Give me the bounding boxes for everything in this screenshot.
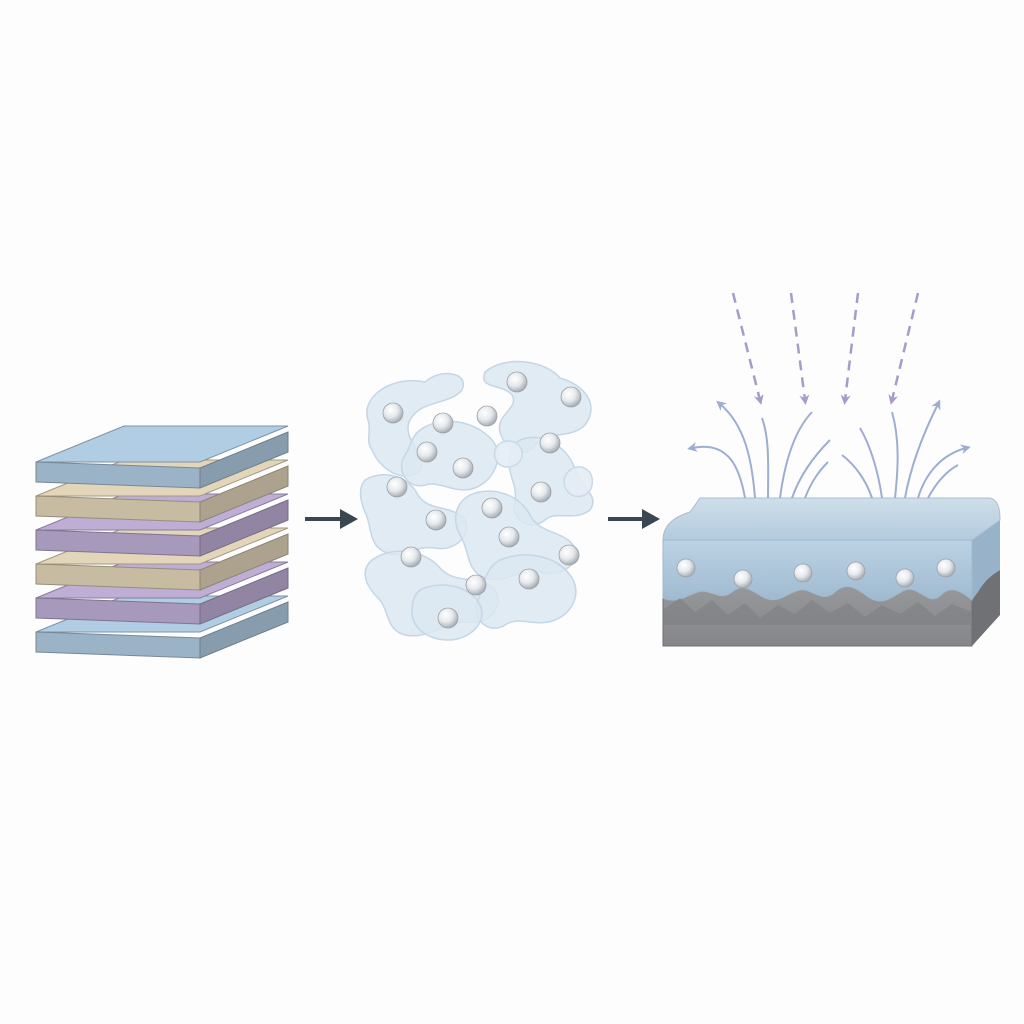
outgoing-arrow xyxy=(761,417,770,499)
embedded-particle xyxy=(936,558,956,578)
outgoing-arrow xyxy=(917,444,971,499)
outgoing-arrows xyxy=(687,399,971,499)
flake-particle xyxy=(432,412,454,434)
incoming-arrow xyxy=(789,292,810,405)
outgoing-arrow xyxy=(904,399,941,499)
flake-particle xyxy=(382,402,404,424)
incoming-arrow xyxy=(731,292,764,405)
rock-texture xyxy=(663,598,972,625)
coating-top xyxy=(662,497,1001,541)
coated-substrate xyxy=(662,292,1001,647)
outgoing-arrow xyxy=(891,411,899,499)
process-arrow-1 xyxy=(305,509,358,529)
embedded-particle xyxy=(895,568,915,588)
flake-particle xyxy=(518,568,540,590)
process-arrow-2 xyxy=(608,509,660,529)
incoming-arrow xyxy=(888,292,920,405)
embedded-particle xyxy=(793,563,813,583)
embedded-particle xyxy=(676,558,696,578)
flake-particle xyxy=(558,544,580,566)
flake-particle xyxy=(498,526,520,548)
outgoing-arrow xyxy=(687,442,746,499)
outgoing-arrow xyxy=(791,439,831,499)
flake-particle xyxy=(465,574,487,596)
flake-particle xyxy=(386,476,408,498)
flake-11 xyxy=(563,466,594,498)
flake-particle xyxy=(560,386,582,408)
flake-1 xyxy=(366,372,465,477)
outgoing-arrow xyxy=(804,461,829,499)
outgoing-arrow xyxy=(927,464,959,499)
flake-particle xyxy=(530,481,552,503)
coating-front xyxy=(662,539,973,602)
flake-8 xyxy=(475,554,577,629)
embedded-particles xyxy=(676,558,956,589)
layered-stack xyxy=(35,425,289,659)
flake-10 xyxy=(493,440,523,468)
flake-3 xyxy=(400,420,499,491)
coating-side xyxy=(972,520,1000,600)
flake-particle xyxy=(452,457,474,479)
flake-particles xyxy=(382,371,582,629)
outgoing-arrow xyxy=(859,427,883,499)
flake-particle xyxy=(425,509,447,531)
flake-particle xyxy=(400,546,422,568)
flake-particle xyxy=(437,607,459,629)
incoming-arrow xyxy=(840,292,860,405)
outgoing-arrow xyxy=(779,411,813,499)
flake-particle xyxy=(539,432,561,454)
embedded-particle xyxy=(846,561,866,581)
outgoing-arrow xyxy=(716,400,756,499)
embedded-particle xyxy=(733,569,753,589)
outgoing-arrow xyxy=(841,454,873,499)
dispersed-flakes xyxy=(359,360,594,641)
flake-particle xyxy=(481,497,503,519)
stack-layer-6 xyxy=(35,425,289,489)
flake-5 xyxy=(359,474,468,556)
incoming-arrows xyxy=(731,292,920,405)
flake-particle xyxy=(416,441,438,463)
flake-particle xyxy=(476,405,498,427)
flake-particle xyxy=(506,371,528,393)
